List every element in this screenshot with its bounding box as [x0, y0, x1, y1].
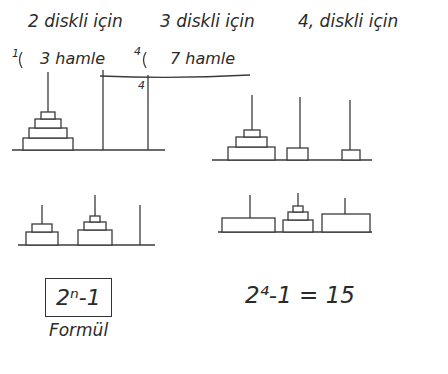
- move-count: 3 hamle: [40, 50, 105, 68]
- formula-result: 2⁴-1 = 15: [245, 283, 355, 308]
- heading-label: 4, diskli için: [298, 12, 398, 31]
- heading-label: 2 diskli için: [28, 12, 123, 31]
- formula-text: 2ⁿ-1: [45, 278, 112, 317]
- tower-step-three: [218, 193, 372, 232]
- tower-four-discs: [12, 70, 165, 150]
- tower-step-two: [18, 195, 155, 245]
- formula-caption: Formül: [45, 320, 112, 340]
- margin-number: 4: [138, 80, 145, 92]
- underline: [100, 75, 250, 77]
- margin-number: 4: [134, 46, 141, 58]
- tower-step-one: [212, 95, 372, 160]
- formula-box: 2ⁿ-1Formül: [45, 278, 112, 340]
- heading-label: 3 diskli için: [160, 12, 255, 31]
- move-count: 7 hamle: [170, 50, 235, 68]
- margin-number: 1: [12, 48, 19, 60]
